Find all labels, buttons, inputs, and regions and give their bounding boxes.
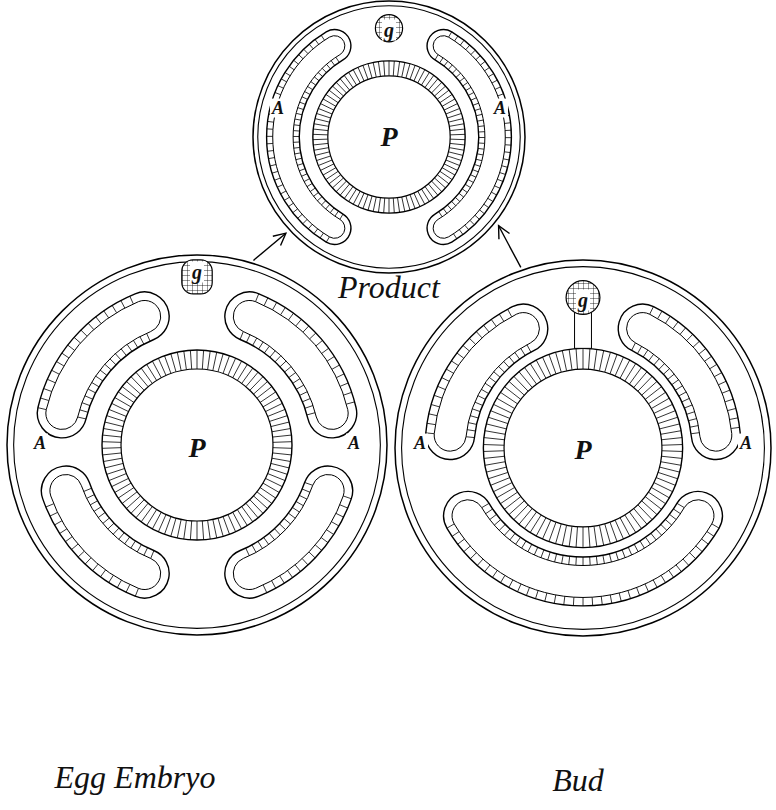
section-figure <box>395 260 771 636</box>
section-figure <box>253 1 525 273</box>
figure-caption: Product <box>338 270 440 305</box>
body-wall <box>395 260 771 636</box>
germ-cell-mass <box>375 15 402 42</box>
part-letter: P <box>572 435 593 464</box>
body-wall <box>253 1 525 273</box>
gut-wall <box>483 348 682 547</box>
figure-caption: Egg Embryo <box>55 760 216 795</box>
part-letter: A <box>412 434 428 453</box>
part-letter: g <box>382 20 396 41</box>
arrow-connector <box>253 233 285 260</box>
part-letter: P <box>186 433 207 462</box>
germ-cell-mass <box>182 260 212 294</box>
arrow-connector <box>499 226 521 268</box>
germ-cell-mass <box>566 281 600 315</box>
gut-wall <box>102 350 292 540</box>
cell-lining <box>313 61 465 213</box>
germ-stalk <box>575 311 592 349</box>
gut-cavity <box>121 369 273 521</box>
body-wall-inner <box>14 262 381 629</box>
part-letter: g <box>576 290 590 311</box>
part-letter: P <box>378 122 399 151</box>
body-wall-inner <box>402 267 765 630</box>
section-figure <box>7 255 387 635</box>
cell-lining <box>483 348 682 547</box>
gut-cavity <box>504 369 662 527</box>
figure-node: Product <box>253 1 525 314</box>
figure-node: Egg Embryo <box>7 255 387 804</box>
part-letter: A <box>492 99 508 118</box>
body-wall-inner <box>258 6 520 268</box>
figure-node: Bud <box>395 260 771 807</box>
part-letter: A <box>270 99 286 118</box>
gut-cavity <box>328 76 450 198</box>
part-letter: A <box>738 434 754 453</box>
part-letter: A <box>32 434 48 453</box>
gut-wall <box>313 61 465 213</box>
cell-lining <box>102 350 292 540</box>
part-letter: g <box>190 262 204 283</box>
body-wall <box>7 255 387 635</box>
part-letter: A <box>346 434 362 453</box>
figure-caption: Bud <box>552 763 604 798</box>
